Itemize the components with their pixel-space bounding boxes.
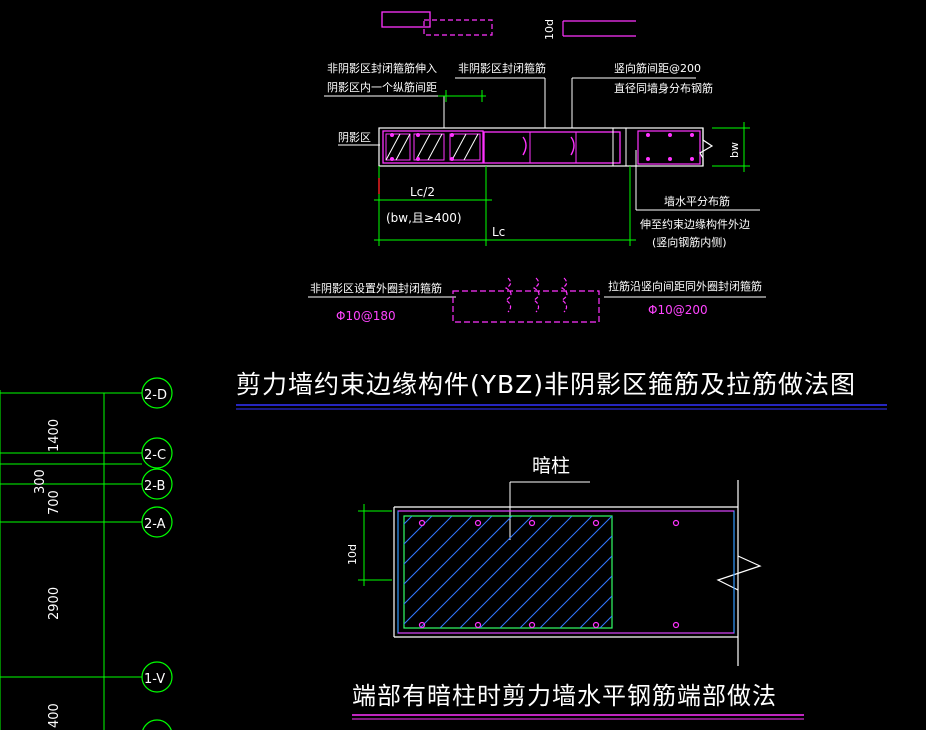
dim-10d: 10d [346,544,359,565]
dim-400: 400 [47,703,62,728]
top-fragment: 10d [381,11,636,40]
axis-2a: 2-A [144,517,166,532]
detail-ybz-plan: 非阴影区封闭箍筋伸入 阴影区内一个纵筋间距 非阴影区封闭箍筋 竖向筋间距@200… [324,61,760,249]
detail-anzhu: 暗柱 10d [346,455,762,666]
dim-1400: 1400 [47,419,62,452]
note-left-1: 非阴影区封闭箍筋伸入 [327,61,437,75]
axis-2d: 2-D [144,388,167,403]
note-stirrup-left: 非阴影区设置外圈封闭箍筋 [310,281,442,295]
dim-300: 300 [33,469,48,494]
dim-lc: Lc [492,225,505,239]
note-mid: 非阴影区封闭箍筋 [458,61,546,75]
dim-2900: 2900 [47,587,62,620]
note-stirrup-right: 拉筋沿竖向间距同外圈封闭箍筋 [608,279,762,293]
dim-bw: (bw,且≥400) [386,211,462,225]
dim-700: 700 [47,490,62,515]
grid-axes: 2-D 2-C 2-B 2-A 1-V 1400 300 700 2900 40… [0,377,173,730]
spec-left: Φ10@180 [336,309,396,323]
spec-right: Φ10@200 [648,303,708,317]
dim-10d-top: 10d [543,19,556,40]
axis-2c: 2-C [144,448,166,463]
dim-bw-side: bw [728,142,741,158]
note-h2: 伸至约束边缘构件外边 [640,217,750,231]
note-left-2: 阴影区内一个纵筋间距 [327,80,437,94]
axis-1v: 1-V [144,672,165,687]
label-yin: 阴影区 [338,131,371,144]
note-right-1: 竖向筋间距@200 [614,61,701,75]
title-anzhu: 端部有暗柱时剪力墙水平钢筋端部做法 [352,682,777,710]
detail-stirrup: 非阴影区设置外圈封闭箍筋 拉筋沿竖向间距同外圈封闭箍筋 Φ10@180 Φ10@… [308,277,766,323]
title-ybz: 剪力墙约束边缘构件(YBZ)非阴影区箍筋及拉筋做法图 [236,370,856,399]
label-anzhu: 暗柱 [532,455,570,477]
note-h3: (竖向钢筋内侧) [652,235,727,249]
dim-lc-half: Lc/2 [410,185,435,199]
note-h1: 墙水平分布筋 [664,194,730,208]
note-right-2: 直径同墙身分布钢筋 [614,81,713,95]
axis-2b: 2-B [144,479,165,494]
